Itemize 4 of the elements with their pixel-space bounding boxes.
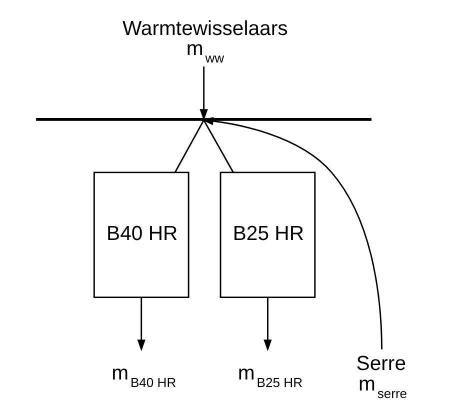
node-text: Serre m$_{serre}$ bbox=[356, 353, 407, 402]
node-text: Warmtewisselaars m$_{ww}$ bbox=[122, 18, 288, 66]
node-text: m$_{B40 HR}$ bbox=[111, 362, 176, 390]
node-text: m$_{B25 HR}$ bbox=[237, 362, 302, 390]
